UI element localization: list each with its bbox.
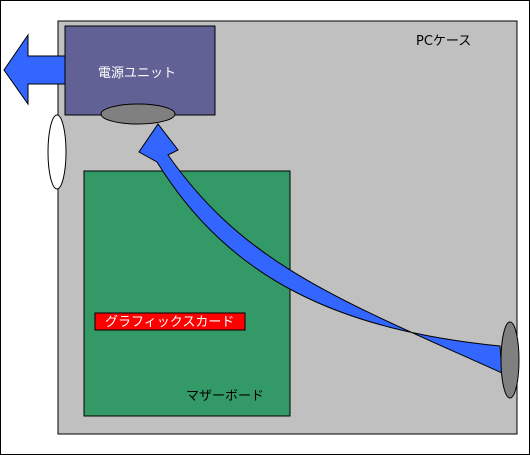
motherboard-label: マザーボード [186,389,264,404]
front-intake-vent [47,114,67,190]
motherboard [83,170,291,417]
airflow-arrow [138,123,503,374]
psu-label: 電源ユニット [98,66,176,81]
rear-fan [500,321,520,399]
psu-exhaust-arrow [3,33,67,106]
pc-case-label: PCケース [416,34,471,49]
psu-fan [100,103,176,125]
graphics-card [94,312,246,331]
graphics-card-label: グラフィックスカード [105,315,234,330]
